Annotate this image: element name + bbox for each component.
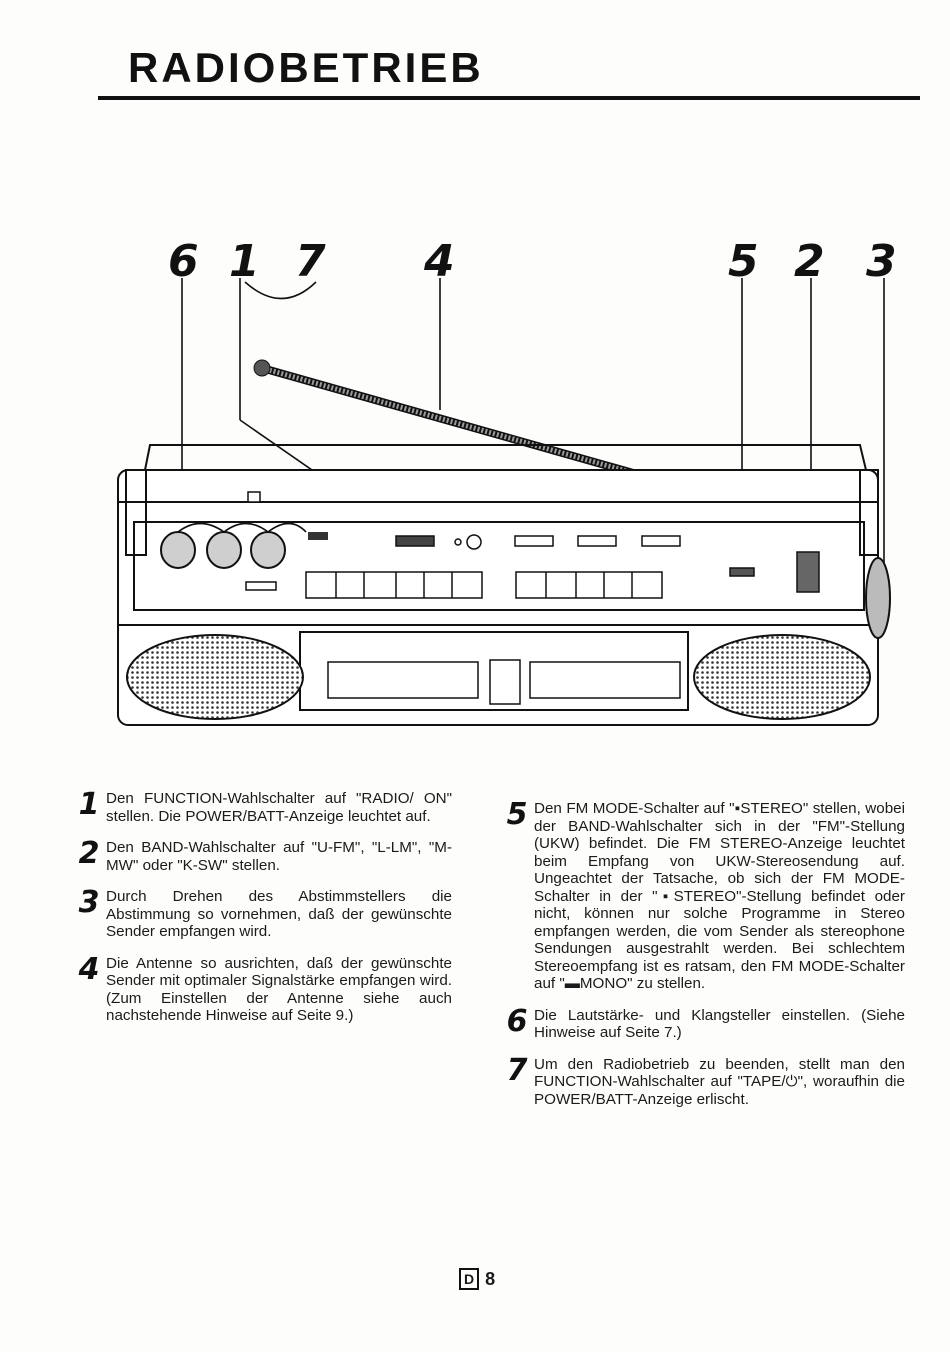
- page-number: 8: [485, 1268, 496, 1289]
- callout-3: 3: [866, 236, 897, 287]
- radio-illustration: 6 1 7 4 5 2 3: [0, 230, 950, 730]
- bass-knob-icon: [206, 531, 242, 569]
- top-handle-edge: [144, 444, 867, 471]
- step-5: 5 Den FM MODE-Schalter auf "▪STEREO" ste…: [500, 800, 905, 993]
- step-text: Den FM MODE-Schalter auf "▪STEREO" stell…: [534, 800, 905, 992]
- step-text: Den FUNCTION-Wahlschalter auf "RADIO/ ON…: [106, 790, 452, 825]
- instructions-right-column: 5 Den FM MODE-Schalter auf "▪STEREO" ste…: [500, 800, 905, 1122]
- control-knobs: [160, 522, 328, 569]
- step-number: 5: [506, 797, 528, 832]
- right-speaker-icon: [693, 634, 871, 720]
- treble-knob-icon: [250, 531, 286, 569]
- callout-1: 1: [229, 236, 260, 287]
- page-footer: D 8: [459, 1268, 495, 1290]
- step-text: Die Antenne so ausrichten, daß der gewün…: [106, 954, 452, 1025]
- page-title: RADIOBETRIEB: [128, 44, 484, 91]
- cassette-center-panel: [489, 659, 521, 705]
- step-number: 6: [506, 1003, 528, 1039]
- left-speaker-icon: [126, 634, 304, 720]
- callout-7: 7: [295, 236, 326, 287]
- instructions-left-column: 1 Den FUNCTION-Wahlschalter auf "RADIO/ …: [72, 790, 452, 1039]
- step-3: 3 Durch Drehen des Abstimmstellers die A…: [72, 888, 452, 941]
- step-6: 6 Die Lautstärke- und Klangsteller einst…: [500, 1003, 905, 1042]
- volume-knob-icon: [160, 531, 196, 569]
- callout-2: 2: [794, 236, 825, 287]
- slide-switch-b: [577, 535, 617, 547]
- step-number: 1: [78, 787, 100, 822]
- step-1: 1 Den FUNCTION-Wahlschalter auf "RADIO/ …: [72, 790, 452, 825]
- step-number: 7: [506, 1052, 528, 1088]
- tape-deck-b-buttons: [515, 571, 663, 599]
- title-underline: [98, 96, 920, 100]
- step-number: 2: [78, 836, 100, 871]
- callout-5: 5: [728, 236, 759, 287]
- step-text: Die Lautstärke- und Klangsteller einstel…: [534, 1006, 905, 1042]
- radio-cassette-drawing: 6 1 7 4 5 2 3: [117, 236, 897, 726]
- callout-1-7-arc: [244, 281, 317, 300]
- step-7: 7 Um den Radiobetrieb zu beenden, stellt…: [500, 1052, 905, 1109]
- fm-mode-switch: [729, 567, 755, 577]
- power-batt-indicator: [466, 534, 482, 550]
- slide-switch-a: [514, 535, 554, 547]
- cassette-window-b: [529, 661, 681, 699]
- cassette-window-a: [327, 661, 479, 699]
- callout-6: 6: [168, 236, 199, 287]
- slide-switch-c: [641, 535, 681, 547]
- tuning-dial-icon: [865, 557, 891, 639]
- step-text: Durch Drehen des Abstimmstellers die Abs…: [106, 888, 452, 940]
- band-selector-switch: [796, 551, 820, 593]
- step-text: Den BAND-Wahlschalter auf "U-FM", "L-LM"…: [106, 839, 452, 874]
- step-2: 2 Den BAND-Wahlschalter auf "U-FM", "L-L…: [72, 839, 452, 874]
- step-text: Um den Radiobetrieb zu beenden, stellt m…: [534, 1055, 905, 1108]
- callout-4: 4: [423, 236, 455, 287]
- step-4: 4 Die Antenne so ausrichten, daß der gew…: [72, 951, 452, 1025]
- step-number: 4: [78, 951, 100, 987]
- function-switch: [395, 535, 435, 547]
- language-label: D: [459, 1268, 480, 1290]
- tape-deck-a-buttons: [305, 571, 483, 599]
- step-number: 3: [78, 885, 100, 920]
